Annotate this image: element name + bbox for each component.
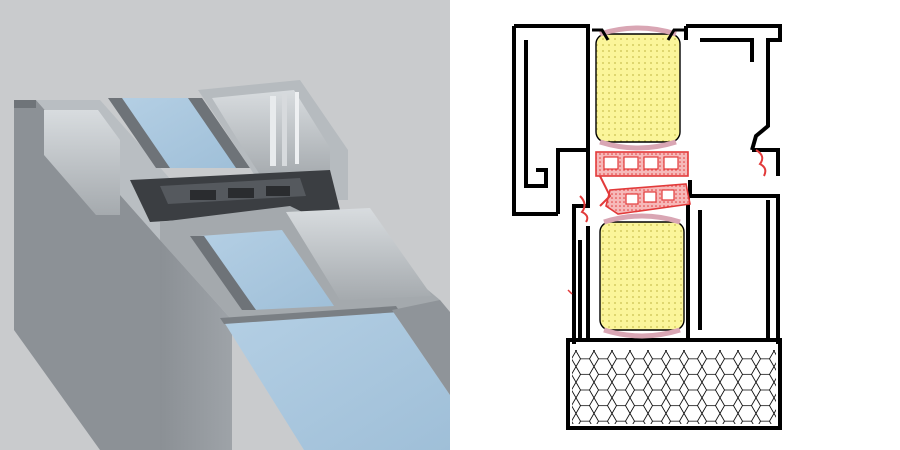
window-frame-cross-section-icon [450,0,900,450]
lower-frame-left [572,226,590,344]
sash-fins [270,96,276,166]
base-box [566,338,782,430]
thermal-break-assembly [567,149,767,295]
sash-front-face [160,240,232,450]
lower-infill-panel [599,221,685,331]
transom-profile [556,148,780,344]
upper-infill-clip-top [592,28,684,41]
base-insulation [572,350,776,424]
lower-frame-right [686,196,770,340]
outer-frame-right-upper [684,24,782,151]
thermal-break-slot-1 [190,190,216,200]
front-glass-panel [224,310,450,450]
thermal-break-slot-3 [266,186,290,196]
outer-frame-left [512,24,590,216]
lower-glass-pane [200,230,334,310]
window-frame-3d-render-icon [0,0,450,450]
lower-glass-bead [190,236,256,310]
profile-render-panel [0,0,450,450]
upper-infill-panel [595,33,681,143]
outer-frame-chamber [44,110,120,215]
lower-infill-bead-bottom [603,327,681,339]
outer-frame-top-lip [14,100,36,108]
outer-frame-left-face [14,100,160,450]
upper-glass-pane [118,98,240,168]
right-frame-face [392,300,450,395]
thermal-break-slot-2 [228,188,254,198]
upper-infill-bead-top [599,25,677,37]
sash-fins-3 [295,92,299,164]
upper-infill-bead-bottom [599,139,677,151]
sash-fins-2 [282,94,287,166]
upper-glass-bead-left [108,98,170,168]
lower-infill-bead-top [603,213,681,225]
cross-section-panel [450,0,900,450]
lower-sash-chamber [286,208,432,300]
front-glass-edge [220,306,400,324]
upper-glass-bead-right [188,98,250,168]
